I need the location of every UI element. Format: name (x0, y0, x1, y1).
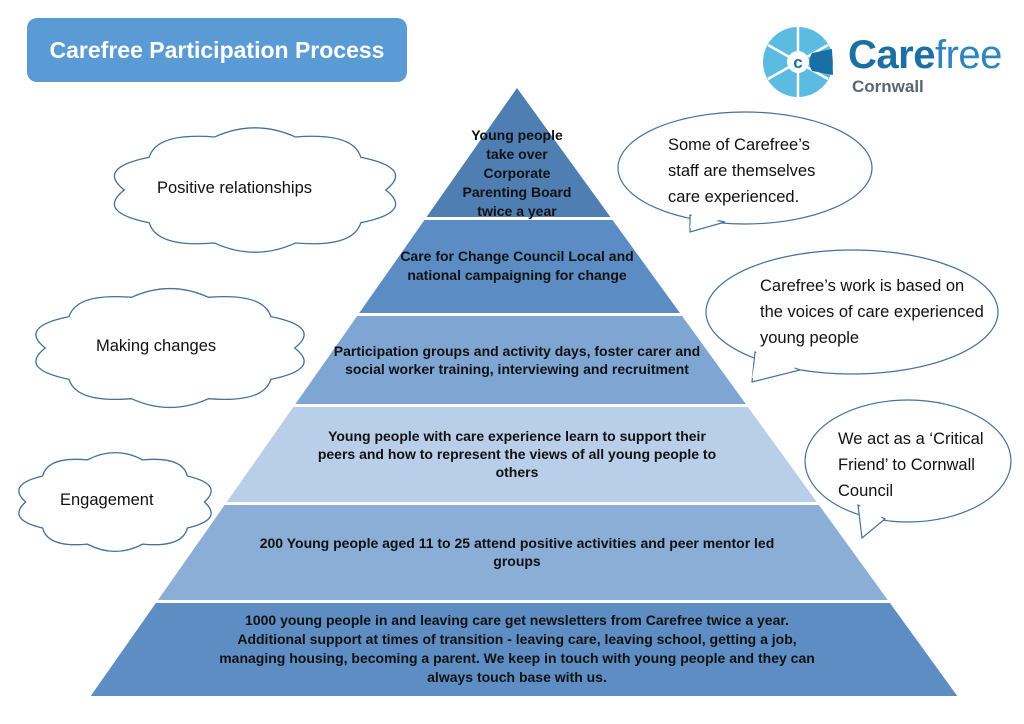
speech-bubbles (617, 111, 1012, 540)
cloud-shape-2 (35, 287, 305, 409)
pyramid-level-1-text: Young people take over Corporate Parenti… (462, 126, 572, 219)
title-banner: Carefree Participation Process (27, 18, 407, 82)
speech-bubble-tail-joint-3 (860, 502, 883, 534)
logo-word-light: free (934, 33, 1002, 77)
puzzle-circle-c-icon: c (763, 27, 833, 97)
pyramid-level-1 (426, 88, 611, 217)
pyramid (90, 88, 958, 696)
pyramid-level-3 (295, 316, 746, 404)
speech-bubble-tail-joint-2 (752, 349, 798, 378)
page-title: Carefree Participation Process (49, 36, 385, 63)
logo-word-bold: Care (848, 33, 935, 77)
cloud-label-2: Making changes (96, 337, 217, 355)
pyramid-level-5 (158, 505, 888, 600)
speech-bubble-text-2: Carefree’s work is based on the voices o… (760, 277, 984, 347)
pyramid-level-5-text: 200 Young people aged 11 to 25 attend po… (259, 535, 775, 569)
carefree-logo: c Carefree Cornwall (760, 25, 1010, 100)
speech-bubble-3 (804, 399, 1012, 523)
logo-wordmark: Carefree (848, 33, 1002, 78)
logo-subtitle: Cornwall (852, 77, 924, 96)
pyramid-level-3-text: Participation groups and activity days, … (333, 342, 701, 377)
cloud-shape-3 (18, 451, 212, 553)
pyramid-level-2 (359, 220, 680, 313)
cloud-label-1: Positive relationships (157, 179, 312, 197)
cloud-label-3: Engagement (60, 491, 154, 509)
speech-bubble-tail-joint-1 (690, 212, 723, 228)
pyramid-level-4-text: Young people with care experience learn … (317, 428, 717, 480)
speech-bubble-text-3: We act as a ‘Critical Friend’ to Cornwal… (838, 430, 984, 500)
cloud-shape-1 (113, 127, 397, 253)
speech-bubble-1 (617, 111, 873, 225)
pyramid-level-6-text: 1000 young people in and leaving care ge… (219, 612, 815, 685)
clouds (18, 127, 397, 553)
pyramid-level-2-text: Care for Change Council Local and nation… (400, 248, 634, 283)
pyramid-level-4 (226, 407, 817, 502)
pyramid-level-6 (90, 603, 958, 696)
speech-bubble-2 (705, 249, 999, 375)
speech-bubble-text-1: Some of Carefree’s staff are themselves … (668, 136, 816, 206)
svg-text:c: c (793, 53, 802, 72)
